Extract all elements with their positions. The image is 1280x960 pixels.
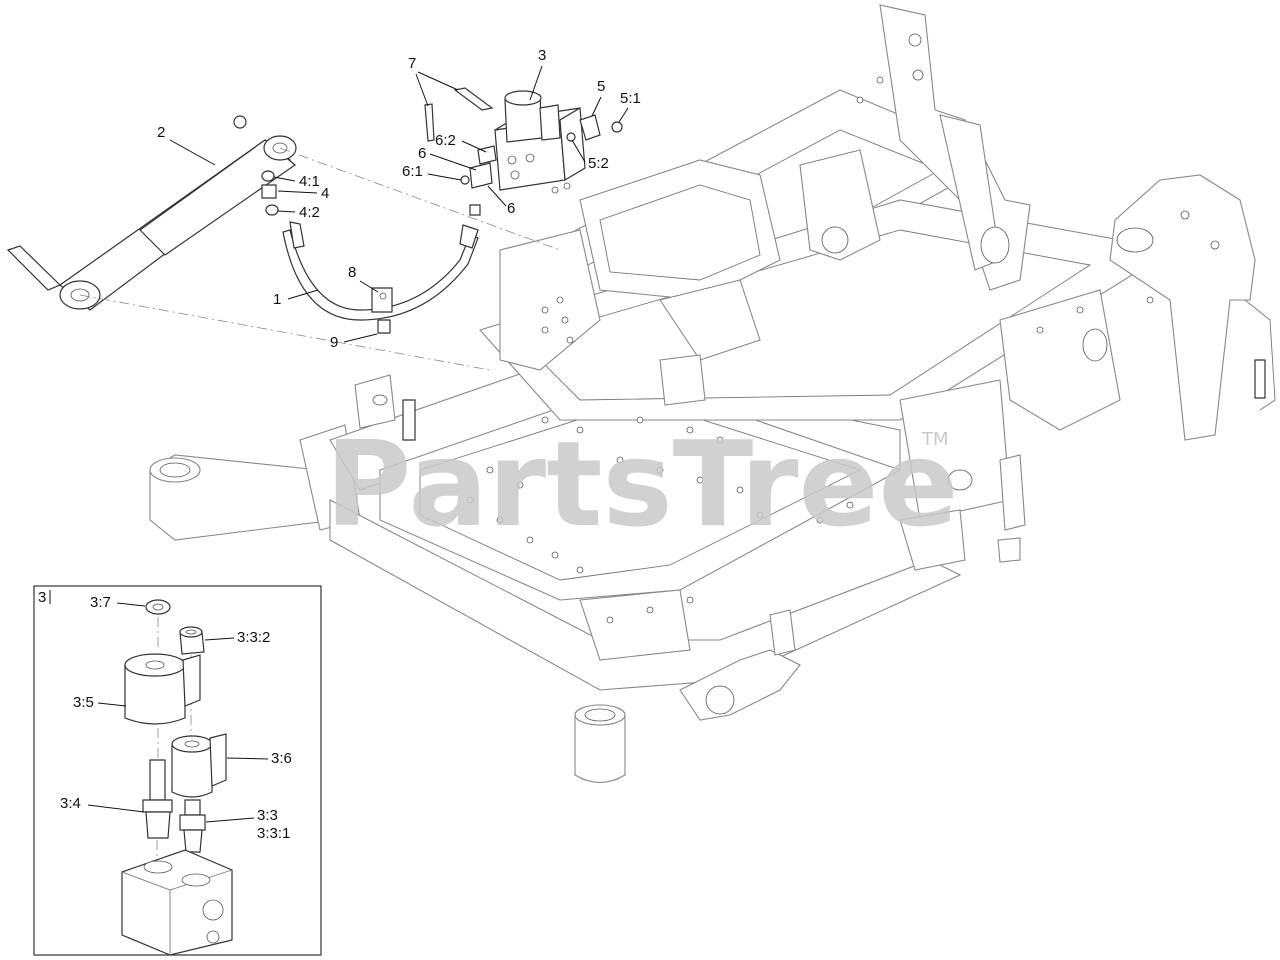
callout-5-1: 5:1 — [620, 90, 641, 107]
watermark: PartsTree TM — [325, 415, 959, 553]
inset-coil-small — [171, 733, 227, 850]
inset-manifold-block — [121, 849, 233, 956]
callout-3-6: 3:6 — [271, 750, 292, 767]
callout-3-3-1: 3:3:1 — [257, 825, 290, 842]
chassis-frame — [149, 4, 1276, 784]
lift-cylinder[interactable] — [6, 115, 561, 371]
callout-3-3: 3:3 — [257, 807, 278, 824]
callout-9: 9 — [330, 334, 338, 351]
callout-3-3-2: 3:3:2 — [237, 629, 270, 646]
callout-5: 5 — [597, 78, 605, 95]
watermark-text: PartsTree — [325, 415, 959, 553]
solenoid-valve-block[interactable] — [424, 87, 623, 216]
inset-cartridge-right — [179, 799, 206, 853]
callout-4-2: 4:2 — [299, 204, 320, 221]
frame-holes — [466, 76, 1154, 624]
callout-3: 3 — [538, 47, 546, 64]
main-callouts: 1 2 3 4:1 4 4:2 5 5:1 5:2 6:2 6 6:1 — [157, 47, 641, 351]
callout-6a: 6 — [418, 145, 426, 162]
callout-3-7: 3:7 — [90, 594, 111, 611]
hydraulic-hose[interactable] — [282, 221, 479, 334]
inset-detail-3: 3 — [33, 585, 322, 956]
inset-washer — [145, 599, 171, 650]
callout-3-4: 3:4 — [60, 795, 81, 812]
inset-cartridge-left — [142, 759, 173, 870]
watermark-tm: TM — [921, 429, 949, 450]
inset-coil-large — [124, 653, 201, 758]
callout-6-2: 6:2 — [435, 132, 456, 149]
callout-1: 1 — [273, 291, 281, 308]
callout-4: 4 — [321, 185, 329, 202]
callout-6-1: 6:1 — [402, 163, 423, 180]
callout-4-1: 4:1 — [299, 173, 320, 190]
callout-2: 2 — [157, 124, 165, 141]
callout-6b: 6 — [507, 200, 515, 217]
callout-7: 7 — [408, 55, 416, 72]
inset-tag: 3 — [38, 589, 46, 606]
callout-8: 8 — [348, 264, 356, 281]
callout-5-2: 5:2 — [588, 155, 609, 172]
callout-3-5: 3:5 — [73, 694, 94, 711]
hose-fittings-4[interactable] — [261, 170, 279, 216]
